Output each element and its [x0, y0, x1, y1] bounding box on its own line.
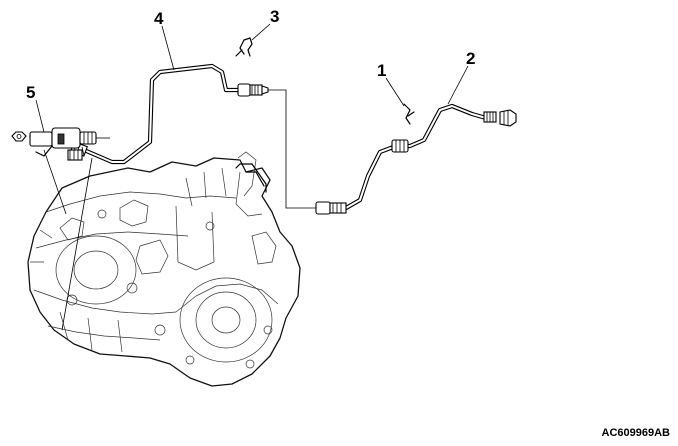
clutch-pipe: [70, 63, 243, 165]
callout-5: 5: [26, 83, 35, 102]
callout-2: 2: [466, 49, 475, 68]
clutch-hose-part-2: [315, 103, 517, 215]
transmission-housing: [27, 151, 301, 387]
clip-part-1: [403, 103, 415, 125]
callout-1: 1: [377, 61, 386, 80]
callout-3: 3: [270, 7, 279, 26]
cylinder-part-5: [11, 127, 97, 161]
assembly-lines: [43, 89, 316, 331]
figure-code: AC609969AB: [602, 427, 671, 439]
clip-part-3: [235, 37, 253, 57]
callout-4: 4: [154, 9, 164, 28]
union-fitting: [237, 83, 269, 97]
leader-lines: [35, 23, 469, 133]
